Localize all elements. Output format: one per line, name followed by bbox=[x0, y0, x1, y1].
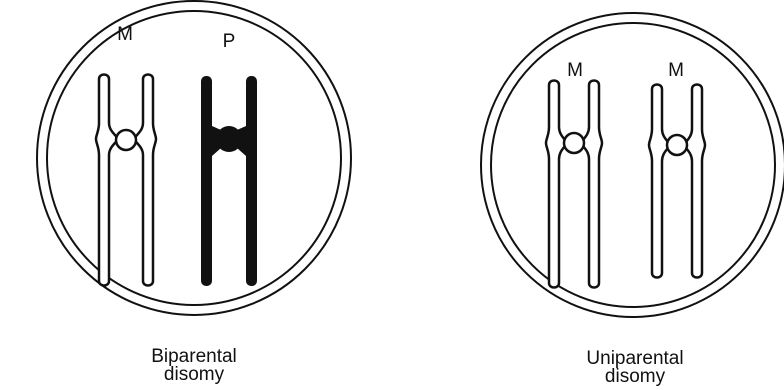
cell-inner-ring bbox=[47, 11, 341, 305]
caption-biparental: Biparental disomy bbox=[84, 348, 304, 384]
caption-line-2: disomy bbox=[84, 366, 304, 384]
panel-biparental: M P bbox=[37, 1, 351, 315]
cell-inner-ring bbox=[491, 23, 775, 307]
cell-outer-ring bbox=[37, 1, 351, 315]
label-maternal: M bbox=[117, 24, 133, 45]
panel-uniparental: M M bbox=[481, 13, 784, 317]
label-paternal: P bbox=[223, 31, 236, 52]
caption-line-2: disomy bbox=[525, 368, 745, 386]
label-maternal-1: M bbox=[567, 60, 583, 81]
cell-outer-ring bbox=[481, 13, 784, 317]
chromosome-maternal-2 bbox=[649, 85, 705, 278]
chromosome-paternal bbox=[201, 76, 257, 286]
caption-uniparental: Uniparental disomy bbox=[525, 350, 745, 386]
chromosome-maternal-1 bbox=[546, 81, 602, 288]
chromosome-maternal bbox=[96, 75, 156, 286]
label-maternal-2: M bbox=[668, 60, 684, 81]
